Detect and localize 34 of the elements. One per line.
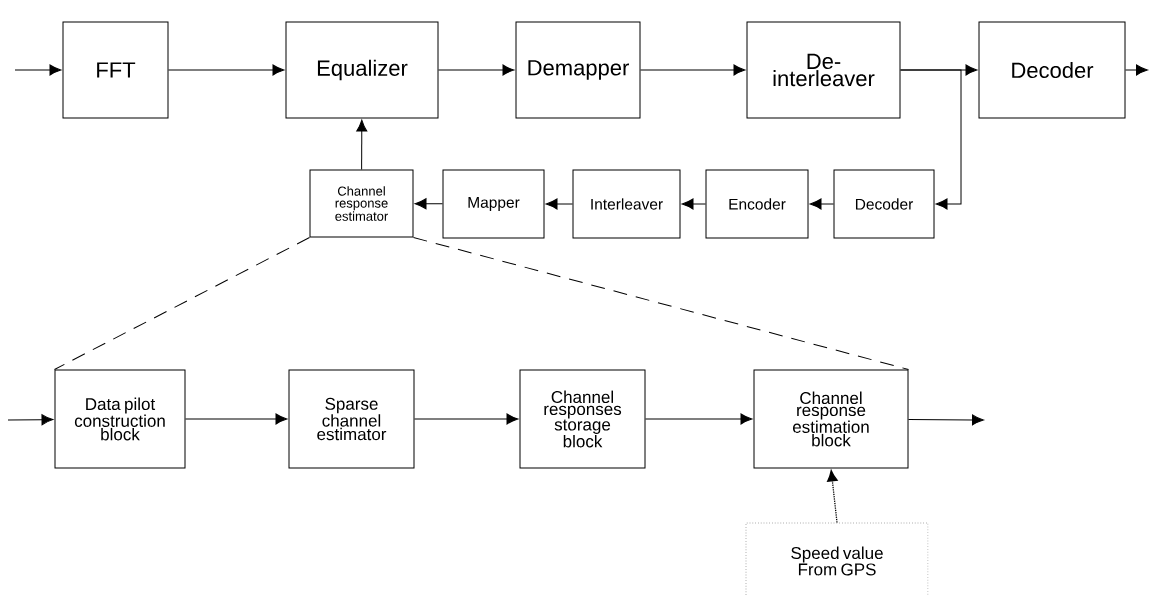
arrow <box>640 64 746 76</box>
process-box: Encoder <box>705 169 809 239</box>
arrow <box>908 414 984 426</box>
process-box: Demapper <box>515 21 641 119</box>
process-box: FFT <box>62 21 169 119</box>
arrow <box>414 413 519 425</box>
arrow <box>7 414 54 426</box>
arrow <box>1125 64 1148 76</box>
process-box: Sparse channel estimator <box>288 369 415 469</box>
process-box: Data pilot construction block <box>54 369 186 469</box>
arrow <box>168 64 285 76</box>
dashed-line <box>54 237 310 370</box>
process-box: Channel responses storage block <box>519 369 646 469</box>
arrow <box>14 64 62 76</box>
arrow <box>414 198 443 210</box>
process-box: De-interleaver <box>746 21 901 119</box>
arrow <box>645 413 753 425</box>
arrow <box>185 413 288 425</box>
process-box: Interleaver <box>572 169 681 239</box>
dashed-line <box>413 237 909 370</box>
process-box: Mapper <box>442 169 545 239</box>
process-box: Decoder <box>833 169 935 239</box>
arrow <box>356 119 368 170</box>
input-box: Speed value From GPS <box>745 522 929 595</box>
arrow <box>681 198 706 210</box>
arrow <box>438 64 515 76</box>
process-box: Decoder <box>978 21 1126 119</box>
process-box: Channel response estimator <box>309 169 414 238</box>
process-box: Channel response estimation block <box>753 369 909 469</box>
arrow <box>827 470 838 524</box>
process-box: Equalizer <box>285 21 439 119</box>
arrow <box>545 198 573 210</box>
arrow <box>809 198 834 210</box>
arrow <box>900 69 962 210</box>
